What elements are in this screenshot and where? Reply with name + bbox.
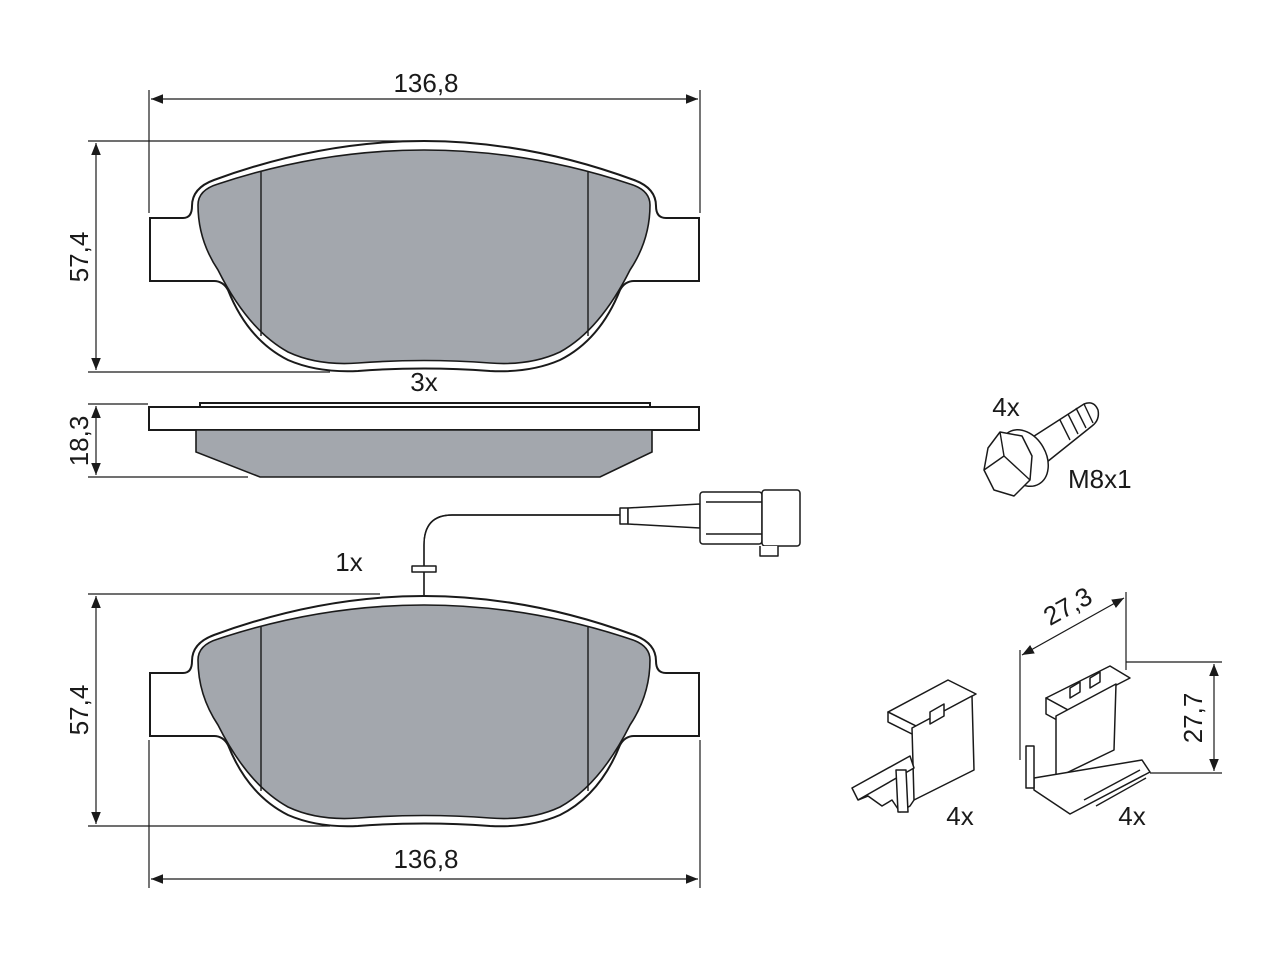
side-friction-material bbox=[195, 429, 653, 478]
top-friction-material bbox=[197, 149, 651, 365]
top-height-label: 57,4 bbox=[64, 232, 94, 283]
side-quantity-label: 3x bbox=[410, 367, 437, 397]
clip-width-dimension-line bbox=[1021, 597, 1125, 656]
bottom-height-label: 57,4 bbox=[64, 685, 94, 736]
bottom-width-label: 136,8 bbox=[393, 844, 458, 874]
bolt-head bbox=[983, 431, 1033, 497]
top-pad-front-view: 136,8 57,4 bbox=[64, 68, 701, 373]
bolt-size-label: M8x1 bbox=[1068, 464, 1132, 494]
caliper-bolt: 4x M8x1 bbox=[983, 392, 1132, 497]
side-backing-plate bbox=[148, 406, 700, 431]
clip-height-label: 27,7 bbox=[1178, 693, 1208, 744]
bolt-quantity-label: 4x bbox=[992, 392, 1019, 422]
pad-side-view: 3x 18,3 bbox=[64, 367, 700, 478]
clip-a-quantity-label: 4x bbox=[946, 801, 973, 831]
side-thickness-label: 18,3 bbox=[64, 416, 94, 467]
bottom-friction-material bbox=[197, 604, 651, 820]
clip-b-quantity-label: 4x bbox=[1118, 801, 1145, 831]
sensor-connector bbox=[699, 491, 763, 545]
bottom-pad-front-view: 57,4 136,8 bbox=[64, 593, 701, 888]
top-width-label: 136,8 bbox=[393, 68, 458, 98]
retaining-clip-a: 4x bbox=[851, 679, 977, 831]
retaining-clip-b: 27,3 27,7 4x bbox=[1019, 581, 1222, 831]
clip-width-label: 27,3 bbox=[1038, 581, 1097, 632]
wear-sensor-wire: 1x bbox=[335, 489, 801, 600]
wire-quantity-label: 1x bbox=[335, 547, 362, 577]
